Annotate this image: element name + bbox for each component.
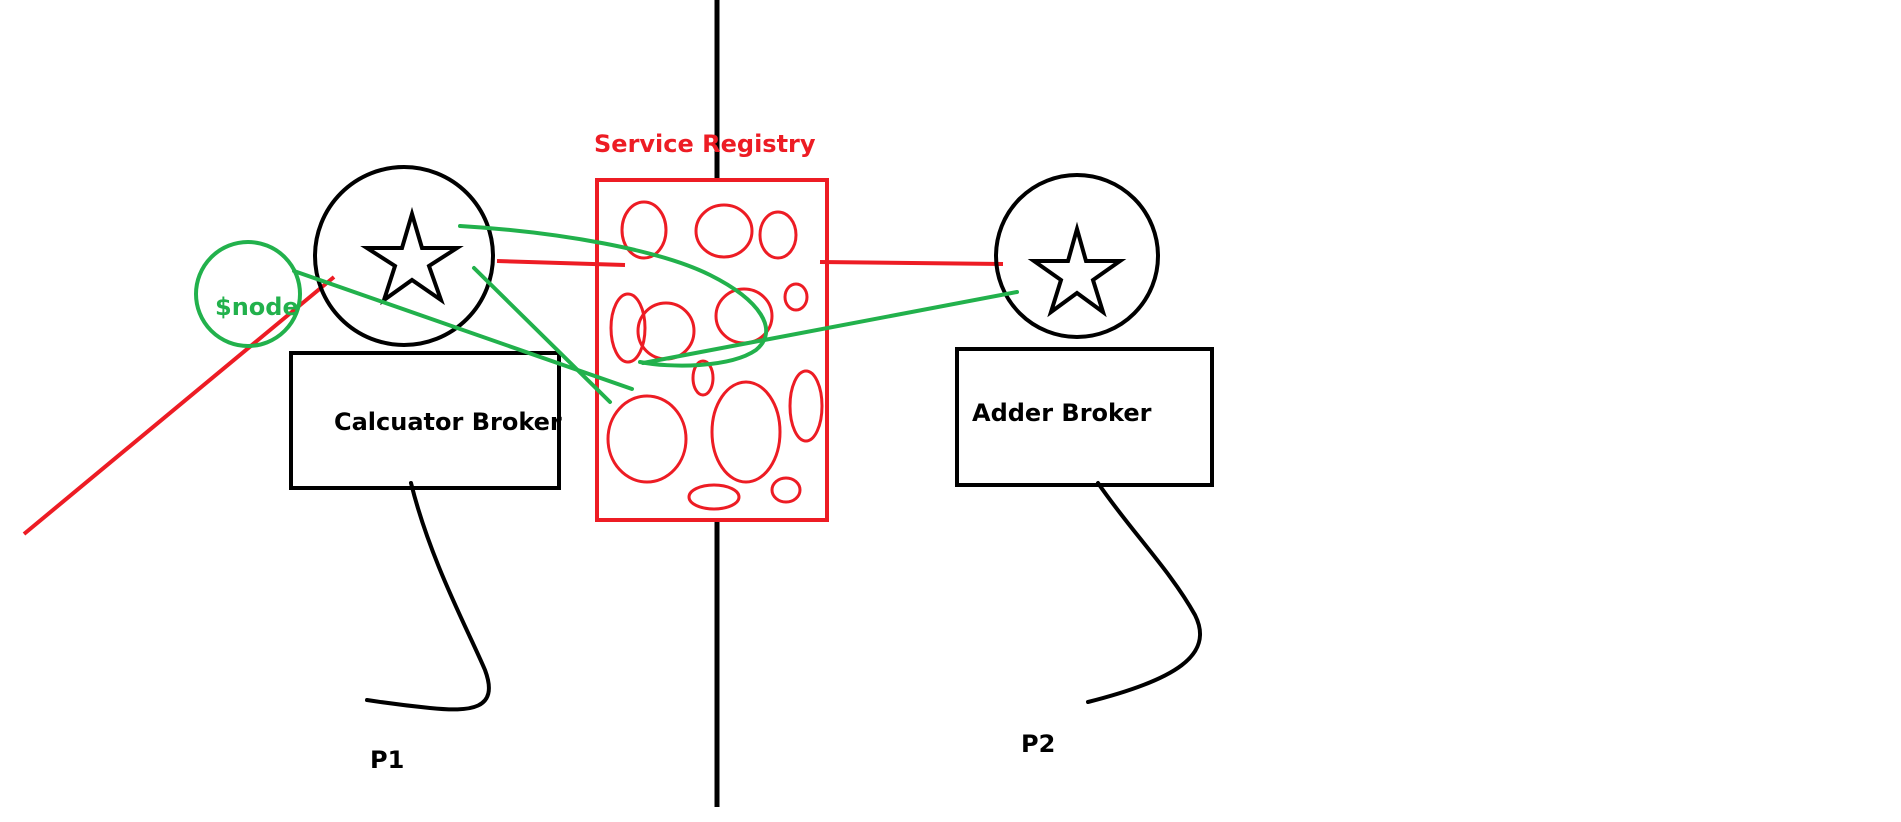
calculator-lookup-curve [458, 224, 768, 368]
node-red-line [22, 275, 336, 536]
adder-broker-label: Adder Broker [972, 399, 1152, 427]
adder-broker-service [994, 173, 1160, 339]
node-circle [194, 240, 302, 348]
calculator-service-circle [313, 165, 495, 347]
calculator-broker: Calcuator Broker [289, 351, 562, 490]
registry-entry [691, 359, 715, 397]
registry-entry [606, 394, 688, 484]
adder-to-registry-line [641, 290, 1019, 365]
calculator-registration-link [496, 259, 626, 267]
registry-entry [783, 282, 809, 312]
registry-entry [770, 476, 802, 504]
calculator-broker-box [289, 351, 561, 490]
calculator-broker-service [313, 165, 495, 347]
adder-broker-box [955, 347, 1214, 487]
registry-entry [687, 483, 741, 511]
p1-label: P1 [370, 746, 404, 774]
registry-entry [609, 292, 647, 364]
node-marker: $node [194, 240, 302, 348]
registry-entry [710, 380, 782, 484]
calculator-to-registry-line [472, 266, 612, 404]
adder-service-circle [994, 173, 1160, 339]
star-icon [1027, 221, 1127, 318]
p2-wire [1086, 481, 1202, 704]
p1-wire [365, 481, 491, 712]
p2-label: P2 [1021, 730, 1055, 758]
registry-entries [606, 200, 824, 511]
adder-registration-link [819, 260, 1004, 266]
service-registry-title: Service Registry [594, 130, 816, 158]
node-label: $node [215, 293, 299, 321]
calculator-broker-label: Calcuator Broker [334, 408, 562, 436]
registry-entry [758, 210, 798, 260]
registry-entry [788, 369, 824, 443]
registry-entry [620, 200, 668, 260]
adder-broker: Adder Broker [955, 347, 1214, 487]
connection-lines [292, 224, 1019, 404]
registry-entry [694, 203, 754, 259]
registration-links [22, 259, 1004, 536]
process-wires [365, 481, 1202, 712]
star-icon [360, 206, 464, 306]
